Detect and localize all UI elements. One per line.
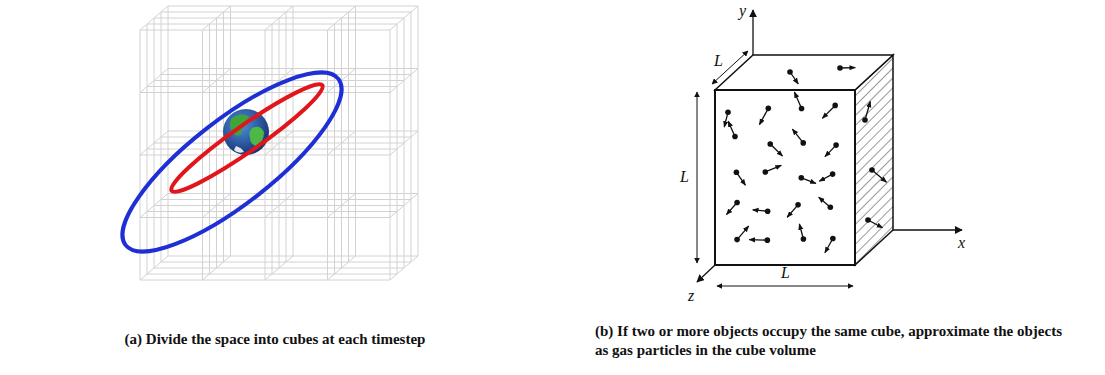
particle — [765, 237, 771, 243]
orbits — [100, 46, 364, 278]
grid-line — [203, 194, 231, 218]
particle — [765, 208, 771, 214]
particle — [734, 237, 740, 243]
grid-line — [265, 131, 293, 155]
dimension-label: L — [680, 168, 689, 186]
grid-line — [265, 256, 293, 280]
grid-line — [390, 256, 418, 280]
grid-line — [140, 131, 168, 155]
particles — [724, 65, 886, 253]
particle — [862, 117, 868, 123]
particle — [799, 106, 805, 112]
outer-orbit — [100, 46, 364, 278]
dimension-label: L — [714, 52, 723, 70]
particle — [830, 236, 836, 242]
dimension-label: L — [781, 264, 790, 282]
x-axis — [893, 229, 962, 230]
inner-orbit — [164, 75, 330, 202]
particle — [837, 65, 843, 71]
particle — [732, 134, 738, 140]
particle — [800, 140, 806, 146]
particle — [798, 175, 804, 181]
grid-line — [328, 6, 356, 30]
grid-line — [140, 194, 168, 218]
gas-cube — [697, 10, 962, 286]
grid-line — [140, 6, 168, 30]
particle — [828, 205, 834, 211]
subfigure-caption: (a) Divide the space into cubes at each … — [125, 330, 426, 349]
grid-line — [390, 6, 418, 30]
grid-line — [265, 6, 293, 30]
grid-line — [140, 69, 168, 93]
particle — [762, 169, 768, 175]
y-axis — [752, 10, 753, 55]
depth-dimension — [712, 51, 748, 84]
grid-line — [390, 69, 418, 93]
grid-line — [203, 69, 231, 93]
hatched-face — [855, 55, 893, 265]
dimension-label: y — [739, 2, 746, 20]
front-face — [715, 90, 855, 265]
particle — [734, 200, 740, 206]
subfigure-caption: (b) If two or more objects occupy the sa… — [595, 322, 1065, 360]
width-dimension — [717, 286, 853, 287]
particle — [787, 69, 793, 75]
grid-line — [390, 194, 418, 218]
grid-line — [328, 194, 356, 218]
particle — [833, 142, 839, 148]
particle — [734, 170, 740, 176]
particle — [767, 141, 773, 147]
particle — [830, 171, 836, 177]
grid-line — [140, 256, 168, 280]
top-face — [715, 55, 893, 90]
particle — [801, 236, 807, 242]
grid-line — [328, 256, 356, 280]
particle — [765, 106, 771, 112]
cube-grid — [140, 6, 418, 280]
particle — [869, 167, 875, 173]
grid-line — [265, 194, 293, 218]
z-axis — [697, 265, 715, 282]
dimension-label: x — [958, 234, 965, 252]
particle — [795, 202, 801, 208]
particle — [725, 109, 731, 115]
velocity-arrow — [872, 170, 886, 182]
grid-line — [203, 6, 231, 30]
height-dimension — [697, 92, 698, 263]
grid-line — [328, 131, 356, 155]
particle — [865, 217, 871, 223]
grid-line — [390, 131, 418, 155]
particle — [832, 103, 838, 109]
velocity-arrow — [865, 101, 870, 120]
dimension-label: z — [688, 287, 694, 305]
grid-line — [203, 256, 231, 280]
